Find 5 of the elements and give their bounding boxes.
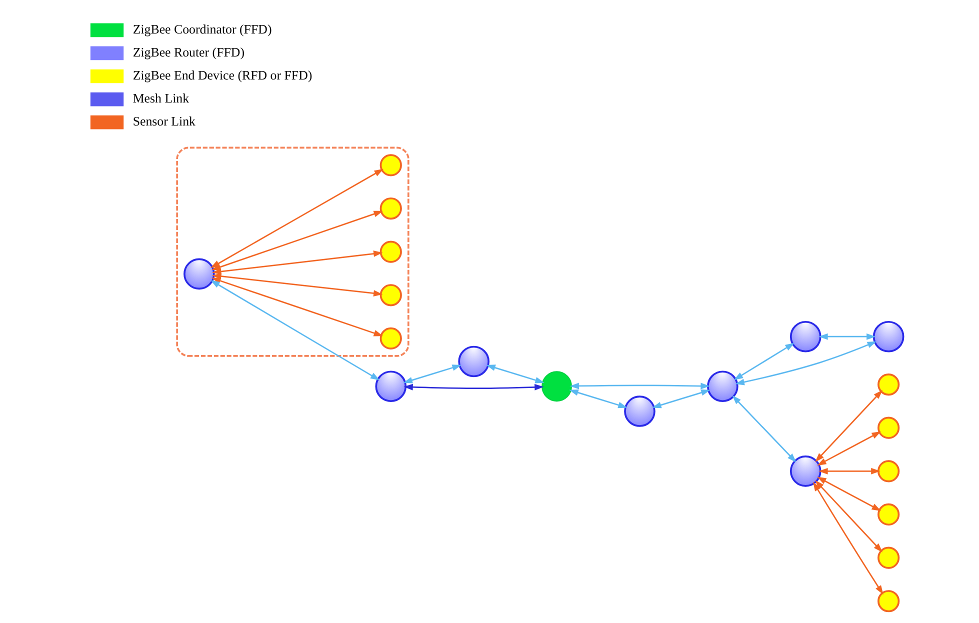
legend-label: ZigBee Router (FFD) — [132, 46, 245, 60]
legend-label: Sensor Link — [132, 114, 196, 129]
legend-label: ZigBee End Device (RFD or FFD) — [132, 68, 312, 83]
legend-label: Mesh Link — [132, 92, 190, 106]
legend-label: ZigBee Coordinator (FFD) — [132, 22, 272, 37]
